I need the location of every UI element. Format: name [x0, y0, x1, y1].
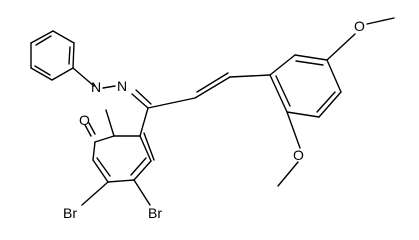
tropone-ring	[92, 132, 155, 183]
methoxy-bond-bottom	[286, 111, 301, 149]
c-br-bond-left	[81, 181, 109, 206]
carbonyl-bond-2	[88, 122, 96, 135]
atom-o-methoxy-bottom: O	[293, 147, 304, 163]
methoxy-bond-top	[326, 33, 356, 61]
atom-o-carbonyl: O	[79, 112, 90, 128]
dimethoxyphenyl-ring	[269, 54, 342, 118]
carbonyl-bond	[84, 124, 92, 137]
atom-o-methoxy-top: O	[354, 18, 365, 34]
structure-canvas: N N O Br Br O O	[30, 17, 395, 221]
n-phenyl-bond	[72, 67, 95, 87]
pyrazole-ring	[102, 85, 152, 137]
phenyl-ring	[30, 30, 75, 81]
atom-n2: N	[117, 78, 127, 94]
atom-br-left: Br	[63, 205, 77, 221]
atom-n1: N	[91, 79, 101, 95]
methyl-bond-top	[366, 17, 395, 25]
methyl-bond-bottom	[277, 161, 299, 187]
vinyl-linker	[147, 72, 271, 109]
atom-br-right: Br	[148, 205, 162, 221]
molecule-drawing: N N O Br Br O O	[30, 17, 395, 221]
c-br-bond-right	[133, 179, 151, 206]
